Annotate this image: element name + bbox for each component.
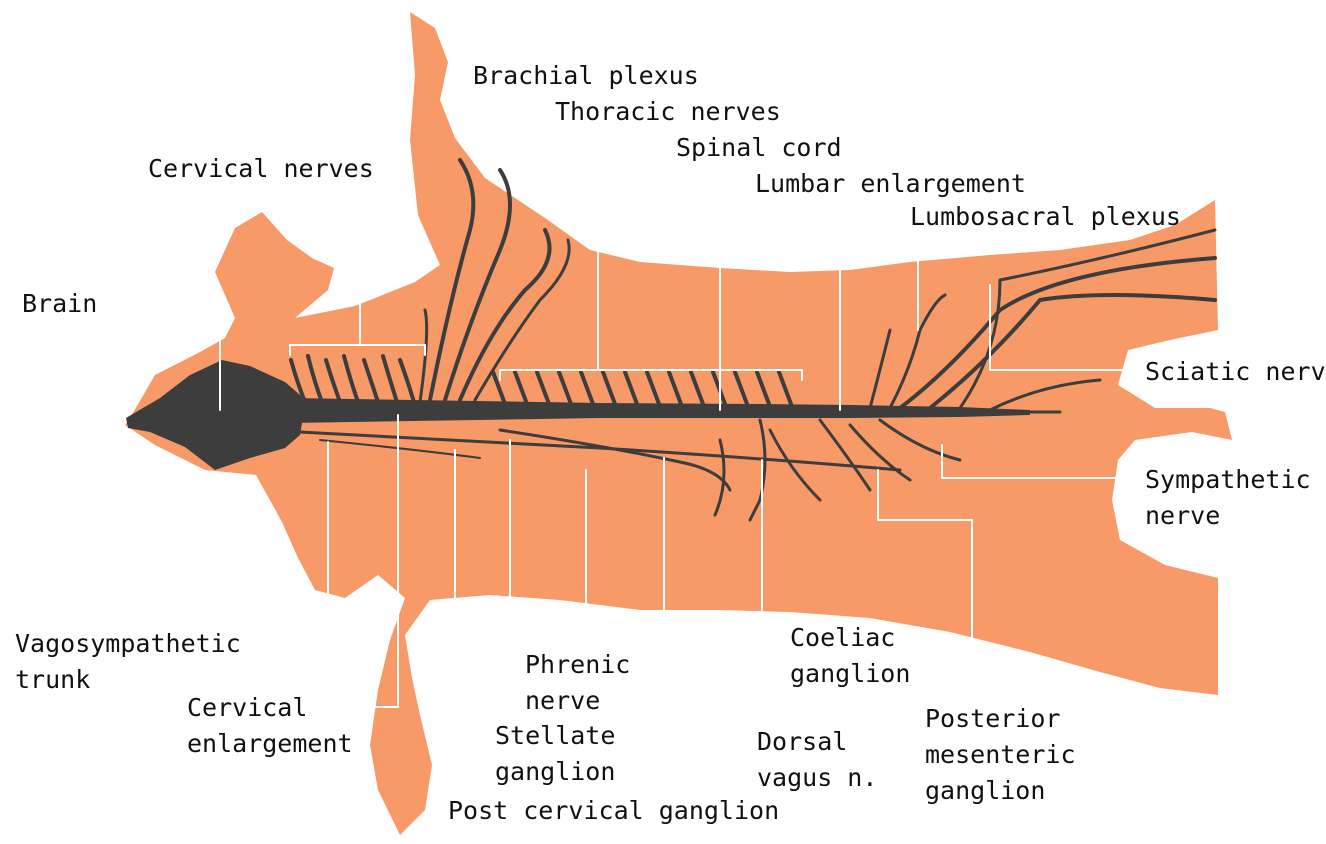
label-lumbosacral-plexus: Lumbosacral plexus	[910, 199, 1181, 235]
label-posterior-mesenteric-ganglion: Posterior mesenteric ganglion	[925, 701, 1076, 809]
label-line: Vagosympathetic	[15, 626, 241, 662]
label-sympathetic-nerve: Sympathetic nerve	[1145, 462, 1311, 534]
label-line: mesenteric	[925, 737, 1076, 773]
label-line: Phrenic	[525, 647, 630, 683]
label-coeliac-ganglion: Coeliac ganglion	[790, 620, 910, 692]
label-cervical-nerves: Cervical nerves	[148, 151, 374, 187]
label-line: Sympathetic	[1145, 462, 1311, 498]
label-line: ganglion	[790, 656, 910, 692]
label-spinal-cord: Spinal cord	[676, 130, 842, 166]
label-stellate-ganglion: Stellate ganglion	[495, 718, 615, 790]
label-line: Stellate	[495, 718, 615, 754]
label-line: nerve	[1145, 498, 1311, 534]
label-line: enlargement	[187, 726, 353, 762]
label-brachial-plexus: Brachial plexus	[473, 58, 699, 94]
label-line: ganglion	[495, 754, 615, 790]
label-line: nerve	[525, 683, 630, 719]
label-cervical-enlargement: Cervical enlargement	[187, 690, 353, 762]
label-line: Posterior	[925, 701, 1076, 737]
label-line: Cervical	[187, 690, 353, 726]
label-phrenic-nerve: Phrenic nerve	[525, 647, 630, 719]
label-thoracic-nerves: Thoracic nerves	[555, 94, 781, 130]
label-post-cervical-ganglion: Post cervical ganglion	[448, 793, 779, 829]
label-brain: Brain	[22, 286, 97, 322]
label-dorsal-vagus: Dorsal vagus n.	[757, 724, 877, 796]
label-vagosympathetic-trunk: Vagosympathetic trunk	[15, 626, 241, 698]
label-sciatic-nerve: Sciatic nerve	[1145, 354, 1326, 390]
label-line: ganglion	[925, 773, 1076, 809]
label-line: Coeliac	[790, 620, 910, 656]
label-line: vagus n.	[757, 760, 877, 796]
label-lumbar-enlargement: Lumbar enlargement	[755, 166, 1026, 202]
label-line: Dorsal	[757, 724, 877, 760]
